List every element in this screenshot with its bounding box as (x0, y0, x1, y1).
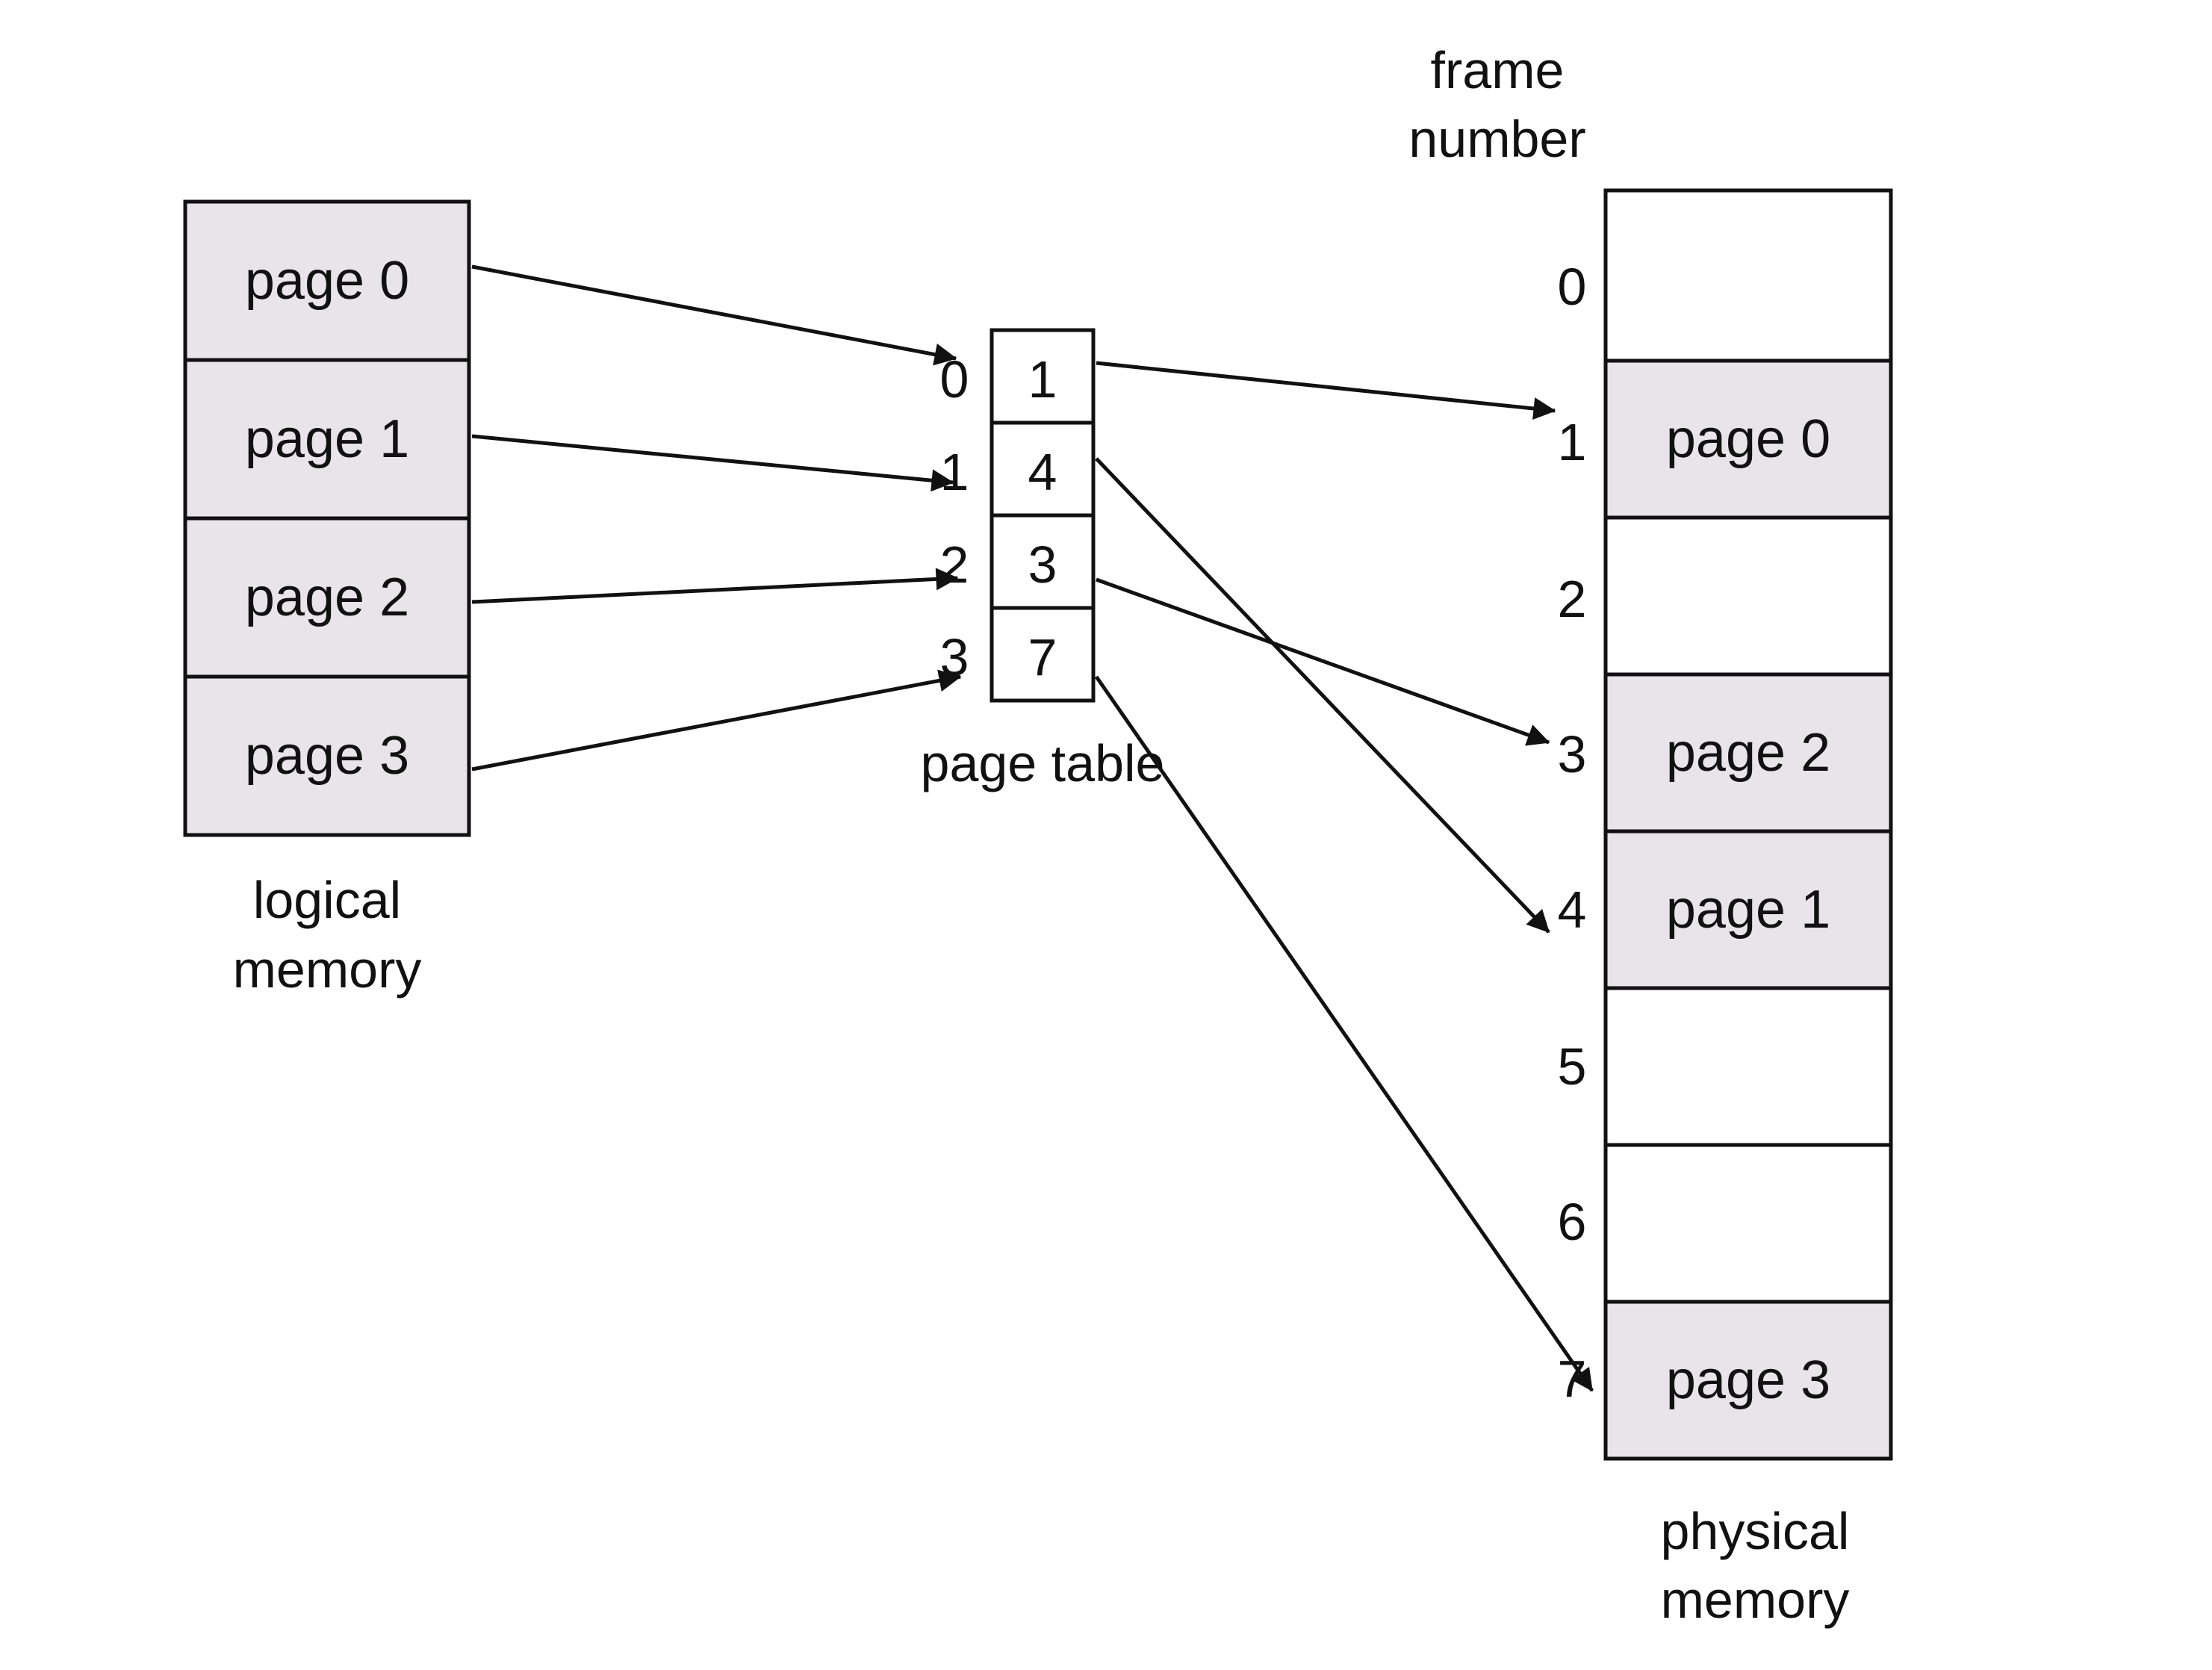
arrow-entry2-to-frame3 (1096, 577, 1550, 746)
arrow-page1-to-entry1 (471, 434, 954, 492)
physical-frame-2: 2 (1558, 515, 1893, 677)
logical-page-2: page 2 (183, 516, 471, 679)
frame-number: 3 (1558, 725, 1587, 783)
frame-number: 1 (1558, 413, 1587, 471)
arrow-page0-to-entry0 (471, 264, 957, 366)
table-to-frame-arrows (1094, 361, 1594, 1392)
arrow-entry0-to-frame1 (1096, 361, 1556, 420)
page-table-index: 2 (940, 536, 969, 594)
physical-frame-5: 5 (1558, 986, 1893, 1147)
frame-number: 6 (1558, 1193, 1587, 1251)
page-table-index: 1 (940, 443, 969, 501)
page-table-entry: 7 (1028, 628, 1057, 686)
physical-memory-caption-line2: memory (1661, 1571, 1850, 1629)
frame-number: 2 (1558, 570, 1587, 628)
page-table-entry: 1 (1028, 350, 1057, 409)
logical-page-label: page 1 (245, 409, 409, 469)
logical-page-1: page 1 (183, 358, 471, 521)
logical-memory-caption-line2: memory (233, 940, 422, 999)
logical-memory-caption-line1: logical (253, 871, 401, 929)
arrow-entry3-to-frame7 (1094, 675, 1594, 1392)
physical-frame-3: 3 page 2 (1558, 672, 1893, 834)
frame-number: 0 (1558, 258, 1587, 316)
frame-number-header-line2: number (1408, 110, 1585, 168)
arrow-entry1-to-frame4 (1095, 457, 1550, 934)
frame-content: page 3 (1666, 1350, 1830, 1410)
physical-frame-7: 7 page 3 (1558, 1300, 1893, 1461)
logical-to-table-arrows (471, 264, 962, 772)
frame-number-header-line1: frame (1431, 41, 1565, 99)
page-table-row-0: 0 1 (940, 328, 1096, 425)
logical-memory: page 0 page 1 page 2 page 3 logical memo… (183, 199, 471, 999)
physical-frame-4: 4 page 1 (1558, 829, 1893, 990)
page-table-entry: 4 (1028, 443, 1057, 501)
page-table-entry: 3 (1028, 536, 1057, 594)
physical-memory: frame number 0 1 page 0 2 3 page 2 4 pag… (1408, 41, 1893, 1629)
logical-page-label: page 2 (245, 568, 409, 627)
frame-number: 4 (1558, 881, 1587, 939)
page-table-caption: page table (921, 734, 1165, 792)
page-table-row-3: 3 7 (940, 606, 1096, 703)
physical-frame-0: 0 (1558, 188, 1893, 363)
frame-content: page 2 (1666, 723, 1830, 783)
physical-memory-caption-line1: physical (1661, 1502, 1850, 1560)
logical-page-0: page 0 (183, 199, 471, 362)
physical-frame-6: 6 (1558, 1143, 1893, 1304)
logical-page-3: page 3 (183, 674, 471, 837)
frame-number: 5 (1558, 1037, 1587, 1096)
arrow-page3-to-entry3 (471, 669, 962, 772)
logical-page-label: page 0 (245, 251, 409, 311)
frame-content: page 1 (1666, 880, 1830, 940)
frame-content: page 0 (1666, 409, 1830, 469)
page-table-row-2: 2 3 (940, 513, 1096, 610)
arrow-page2-to-entry2 (471, 568, 959, 604)
page-table-row-1: 1 4 (940, 420, 1096, 518)
physical-frame-1: 1 page 0 (1558, 358, 1893, 520)
logical-page-label: page 3 (245, 726, 409, 786)
